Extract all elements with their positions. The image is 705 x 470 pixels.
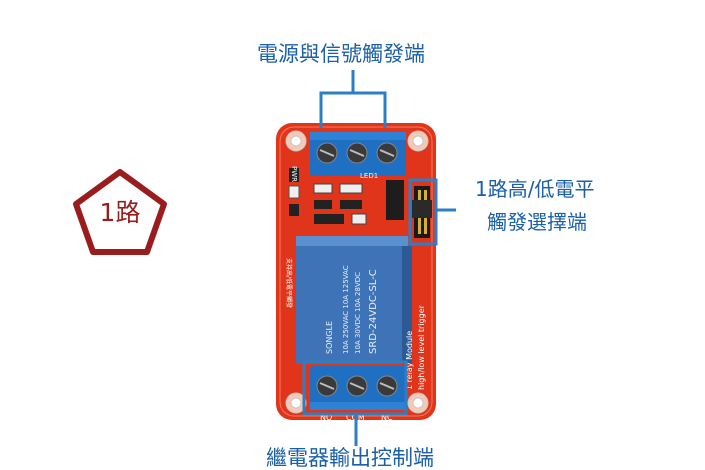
led-silkscreen: LED1: [360, 172, 378, 180]
power-signal-terminal-label: 電源與信號觸發端: [257, 42, 425, 66]
input-terminal-block: [310, 132, 406, 176]
terminal-nc-label: NC: [381, 413, 393, 422]
pwr-silkscreen: PWR: [290, 166, 298, 182]
relay-model: SRD-24VDC-SL-C: [368, 269, 379, 354]
relay-brand: SONGLE: [325, 321, 334, 354]
trigger-jumper: [412, 186, 432, 238]
trigger-select-label-line2: 觸發選擇端: [487, 210, 587, 234]
module-silkscreen-2: high/low level trigger: [417, 304, 426, 390]
callout-outlines: [302, 70, 456, 446]
relay-rating-2: 10A 30VDC 10A 28VDC: [354, 272, 362, 354]
output-terminal-block: [310, 366, 406, 410]
smd-components: [288, 168, 404, 225]
terminal-no-label: NO: [320, 413, 332, 422]
side-silkscreen: 支持高/低電平觸發: [285, 258, 293, 308]
pentagon-badge-icon: [73, 169, 167, 255]
relay-component: [296, 236, 412, 364]
trigger-select-label-line1: 1路高/低電平: [475, 177, 595, 201]
module-silkscreen-1: 1 relay Module: [405, 331, 414, 390]
mounting-holes: [285, 130, 429, 414]
top-callout-bracket: [319, 91, 387, 128]
jumper-highlight-box: [408, 178, 438, 246]
channel-count-badge: 1路: [99, 198, 141, 227]
relay-rating-1: 10A 250VAC 10A 125VAC: [342, 265, 350, 354]
